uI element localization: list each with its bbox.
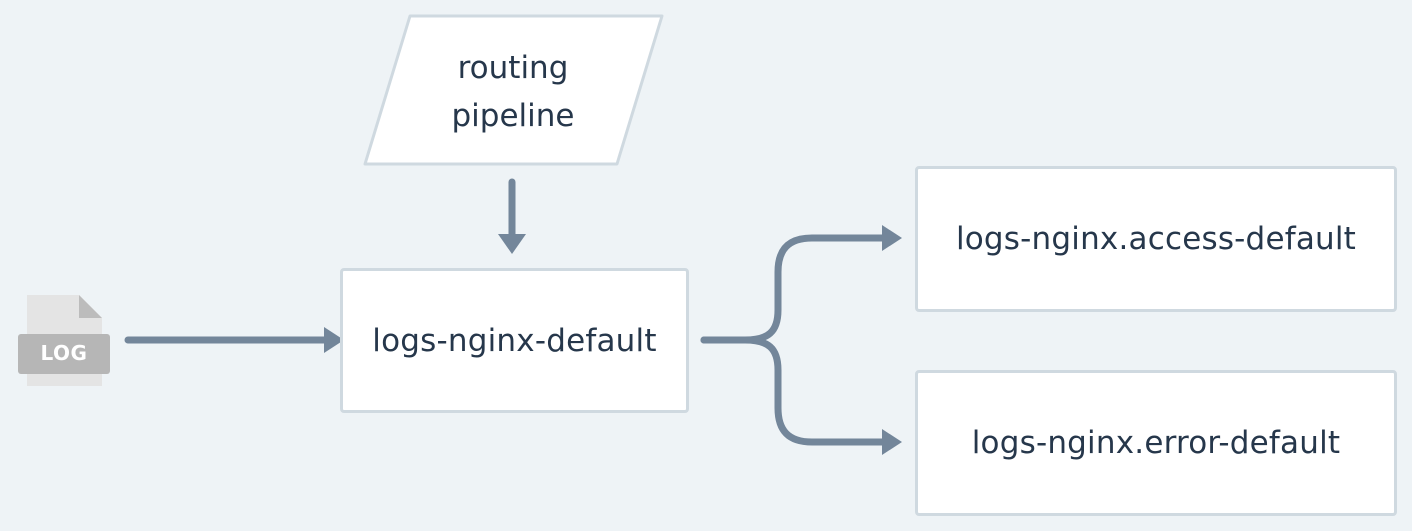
- arrow-main-to-error: [700, 336, 886, 446]
- main-stream-label: logs-nginx-default: [372, 322, 657, 359]
- routing-pipeline-line-1: routing: [457, 50, 569, 86]
- arrowhead-pipeline: [498, 234, 526, 254]
- access-stream-box: logs-nginx.access-default: [915, 166, 1397, 312]
- arrowhead-error: [882, 429, 902, 455]
- routing-pipeline-line-2: pipeline: [451, 98, 575, 134]
- error-stream-label: logs-nginx.error-default: [971, 425, 1341, 461]
- arrowhead-access: [882, 225, 902, 251]
- main-stream-box: logs-nginx-default: [340, 268, 689, 413]
- error-stream-box: logs-nginx.error-default: [915, 370, 1397, 516]
- access-stream-label: logs-nginx.access-default: [955, 221, 1357, 257]
- log-icon-label: LOG: [40, 341, 88, 365]
- arrow-main-to-access: [700, 234, 886, 344]
- routing-pipeline-label: routing pipeline: [410, 44, 616, 140]
